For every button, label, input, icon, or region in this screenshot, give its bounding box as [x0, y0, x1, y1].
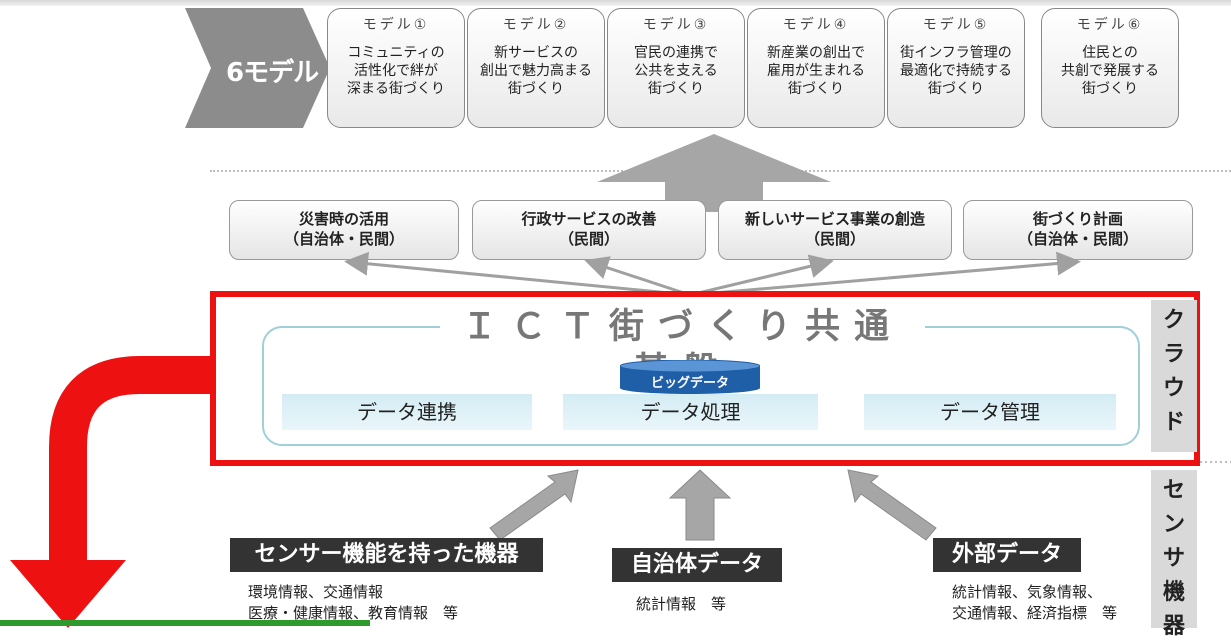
model-4-title: モデル④	[782, 17, 850, 33]
arrow-to-business	[689, 254, 834, 297]
big-data-icon	[620, 360, 760, 394]
source-municipal-data-title: 自治体データ	[612, 548, 782, 582]
source-external-data-title: 外部データ	[933, 538, 1081, 572]
arrow-to-planning	[689, 251, 1081, 297]
model-6-title: モデル⑥	[1076, 17, 1144, 33]
use-admin-service: 行政サービスの改善 （民間）	[472, 200, 706, 260]
model-2-desc: 新サービスの 創出で魅力高まる 街づくり	[480, 45, 592, 97]
model-6-desc: 住民との 共創で発展する 街づくり	[1061, 45, 1159, 97]
model-2-box: モデル② 新サービスの 創出で魅力高まる 街づくり	[467, 8, 605, 128]
model-4-desc: 新産業の創出で 雇用が生まれる 街づくり	[767, 45, 865, 97]
func-data-management: データ管理	[864, 394, 1116, 430]
model-5-box: モデル⑤ 街インフラ管理の 最適化で持続する 街づくり	[887, 8, 1025, 128]
use-disaster: 災害時の活用 （自治体・民間）	[229, 200, 459, 260]
func-data-processing: データ処理	[563, 394, 818, 430]
model-6-box: モデル⑥ 住民との 共創で発展する 街づくり	[1041, 8, 1179, 128]
arrow-sensor-right	[847, 469, 937, 541]
model-3-desc: 官民の連携で 公共を支える 街づくり	[634, 45, 718, 97]
source-sensor-devices-desc: 環境情報、交通情報 医療・健康情報、教育情報 等	[248, 583, 459, 622]
red-arrowhead	[10, 560, 126, 628]
source-municipal-data-desc: 統計情報 等	[636, 595, 727, 613]
arrow-to-disaster	[344, 251, 691, 297]
green-underline	[0, 620, 370, 626]
model-1-desc: コミュニティの 活性化で絆が 深まる街づくり	[347, 45, 445, 97]
red-bent-arrow	[49, 356, 214, 560]
use-new-business: 新しいサービス事業の創造 （民間）	[718, 200, 952, 260]
source-external-data-desc: 統計情報、気象情報、 交通情報、経済指標 等	[952, 583, 1118, 622]
fan-out-arrows	[344, 251, 1081, 297]
model-5-desc: 街インフラ管理の 最適化で持続する 街づくり	[900, 45, 1012, 97]
use-town-planning: 街づくり計画 （自治体・民間）	[963, 200, 1193, 260]
model-3-title: モデル③	[642, 17, 710, 33]
model-5-title: モデル⑤	[922, 17, 990, 33]
model-2-title: モデル②	[502, 17, 570, 33]
model-1-title: モデル①	[362, 17, 430, 33]
cloud-label: クラウド	[1151, 300, 1197, 452]
six-models-chevron	[185, 8, 330, 128]
sensor-side-label-text: センサ機器	[1163, 478, 1186, 639]
big-up-arrow	[597, 134, 831, 212]
six-models-label: 6モデル	[226, 58, 319, 88]
big-data-label: ビッグデータ	[650, 376, 729, 391]
cloud-label-text: クラウド	[1163, 308, 1186, 435]
arrow-to-admin	[584, 256, 691, 297]
model-4-box: モデル④ 新産業の創出で 雇用が生まれる 街づくり	[747, 8, 885, 128]
highlight-frame	[210, 291, 1200, 466]
top-bar	[0, 0, 1231, 6]
source-sensor-devices-title: センサー機能を持った機器	[230, 538, 543, 572]
arrow-sensor-left	[489, 469, 579, 541]
func-data-linkage: データ連携	[282, 394, 532, 430]
ict-platform-title: ＩＣＴ街づくり共通基盤	[440, 305, 925, 391]
sensor-side-label: センサ機器	[1151, 470, 1197, 639]
model-3-box: モデル③ 官民の連携で 公共を支える 街づくり	[607, 8, 745, 128]
model-1-box: モデル① コミュニティの 活性化で絆が 深まる街づくり	[327, 8, 465, 128]
arrow-sensor-center	[668, 469, 732, 541]
